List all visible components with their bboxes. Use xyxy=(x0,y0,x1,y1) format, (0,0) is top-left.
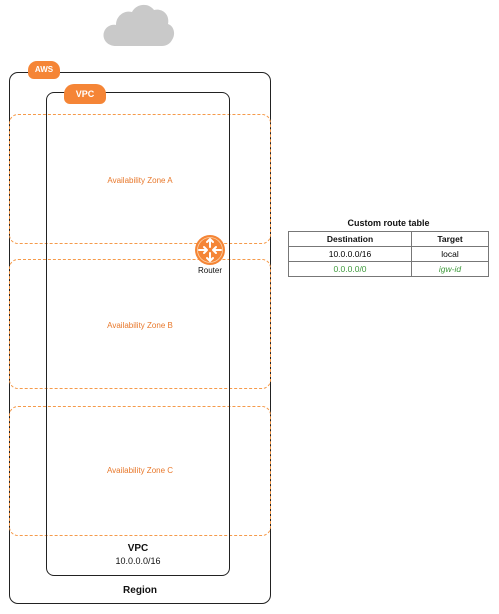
table-row: 10.0.0.0/16 local xyxy=(288,246,489,262)
route-table-title: Custom route table xyxy=(347,218,430,228)
availability-zone-a-label: Availability Zone A xyxy=(107,176,173,185)
availability-zone-a xyxy=(9,114,271,244)
vpc-label: VPC xyxy=(127,543,149,554)
availability-zone-b-label: Availability Zone B xyxy=(107,321,173,330)
route-table: Destination Target 10.0.0.0/16 local 0.0… xyxy=(288,231,489,277)
router-icon xyxy=(195,235,225,265)
availability-zone-c xyxy=(9,406,271,536)
table-row: 0.0.0.0/0 igw-id xyxy=(288,261,489,277)
aws-badge: AWS xyxy=(28,61,60,79)
router-label: Router xyxy=(197,266,222,275)
route-table-header-target: Target xyxy=(411,231,489,247)
availability-zone-b xyxy=(9,259,271,389)
route-table-header-destination: Destination xyxy=(288,231,412,247)
route-target: igw-id xyxy=(411,261,489,277)
route-table-header-row: Destination Target xyxy=(288,231,489,247)
region-label: Region xyxy=(123,585,157,596)
vpc-cidr: 10.0.0.0/16 xyxy=(115,556,161,566)
vpc-badge: VPC xyxy=(64,84,106,104)
availability-zone-c-label: Availability Zone C xyxy=(106,466,174,475)
route-destination: 0.0.0.0/0 xyxy=(288,261,412,277)
cloud-icon xyxy=(103,4,175,47)
route-target: local xyxy=(411,246,489,262)
vpc-container xyxy=(46,92,230,576)
route-destination: 10.0.0.0/16 xyxy=(288,246,412,262)
